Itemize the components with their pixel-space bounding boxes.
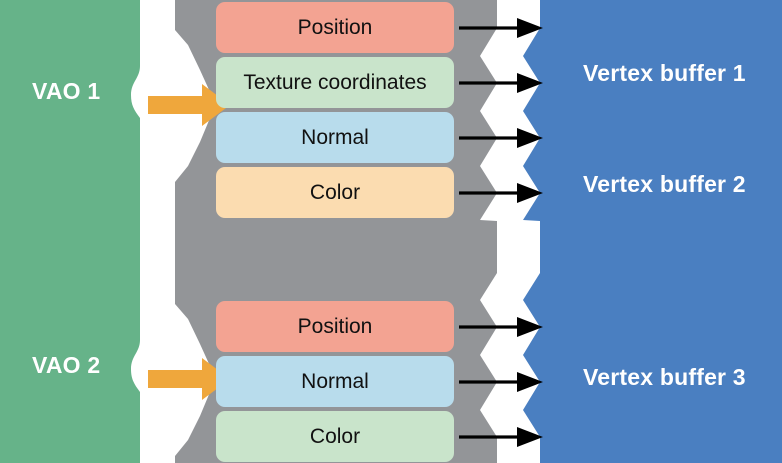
- attribute-box-label: Color: [309, 425, 361, 448]
- orange-arrow-layer: [148, 84, 230, 400]
- color-1-to-buffer-2-shaft: [459, 191, 519, 195]
- attribute-box[interactable]: Color: [216, 167, 454, 218]
- position-2-to-buffer-3-arrowhead-icon: [517, 317, 543, 337]
- normal-1-to-buffer-1-arrowhead-icon: [517, 128, 543, 148]
- attribute-box[interactable]: Position: [216, 2, 454, 53]
- normal-2-to-buffer-3-shaft: [459, 380, 519, 384]
- vao-2-to-attributes-arrow-icon: [148, 358, 230, 400]
- attribute-box[interactable]: Position: [216, 301, 454, 352]
- vertex-buffer-label-3: Vertex buffer 3: [583, 364, 746, 390]
- color-2-to-buffer-3-shaft: [459, 435, 519, 439]
- vertex-buffer-label-2: Vertex buffer 2: [583, 171, 746, 197]
- vertex-buffer-label-1: Vertex buffer 1: [583, 60, 746, 86]
- vao-label-1: VAO 1: [32, 78, 101, 104]
- attribute-box-label: Normal: [301, 370, 369, 393]
- vao-1-to-attributes-arrow-icon: [148, 84, 230, 126]
- normal-2-to-buffer-3-arrowhead-icon: [517, 372, 543, 392]
- position-1-to-buffer-1-shaft: [459, 26, 519, 30]
- texcoord-1-to-buffer-1-shaft: [459, 81, 519, 85]
- vao-label-2: VAO 2: [32, 352, 101, 378]
- attribute-box[interactable]: Normal: [216, 112, 454, 163]
- attribute-box-label: Normal: [301, 126, 369, 149]
- attribute-box-label: Color: [309, 181, 361, 204]
- texcoord-1-to-buffer-1-arrowhead-icon: [517, 73, 543, 93]
- color-1-to-buffer-2-arrowhead-icon: [517, 183, 543, 203]
- normal-1-to-buffer-1-shaft: [459, 136, 519, 140]
- position-1-to-buffer-1-arrowhead-icon: [517, 18, 543, 38]
- color-2-to-buffer-3-arrowhead-icon: [517, 427, 543, 447]
- attribute-box-label: Position: [297, 16, 373, 39]
- position-2-to-buffer-3-shaft: [459, 325, 519, 329]
- vao-column-shape: [0, 0, 140, 463]
- attribute-box[interactable]: Normal: [216, 356, 454, 407]
- attribute-box-label: Position: [297, 315, 373, 338]
- attribute-box-label: Texture coordinates: [243, 71, 427, 94]
- attribute-box[interactable]: Texture coordinates: [216, 57, 454, 108]
- attribute-box[interactable]: Color: [216, 411, 454, 462]
- link-arrow-layer: [459, 18, 543, 447]
